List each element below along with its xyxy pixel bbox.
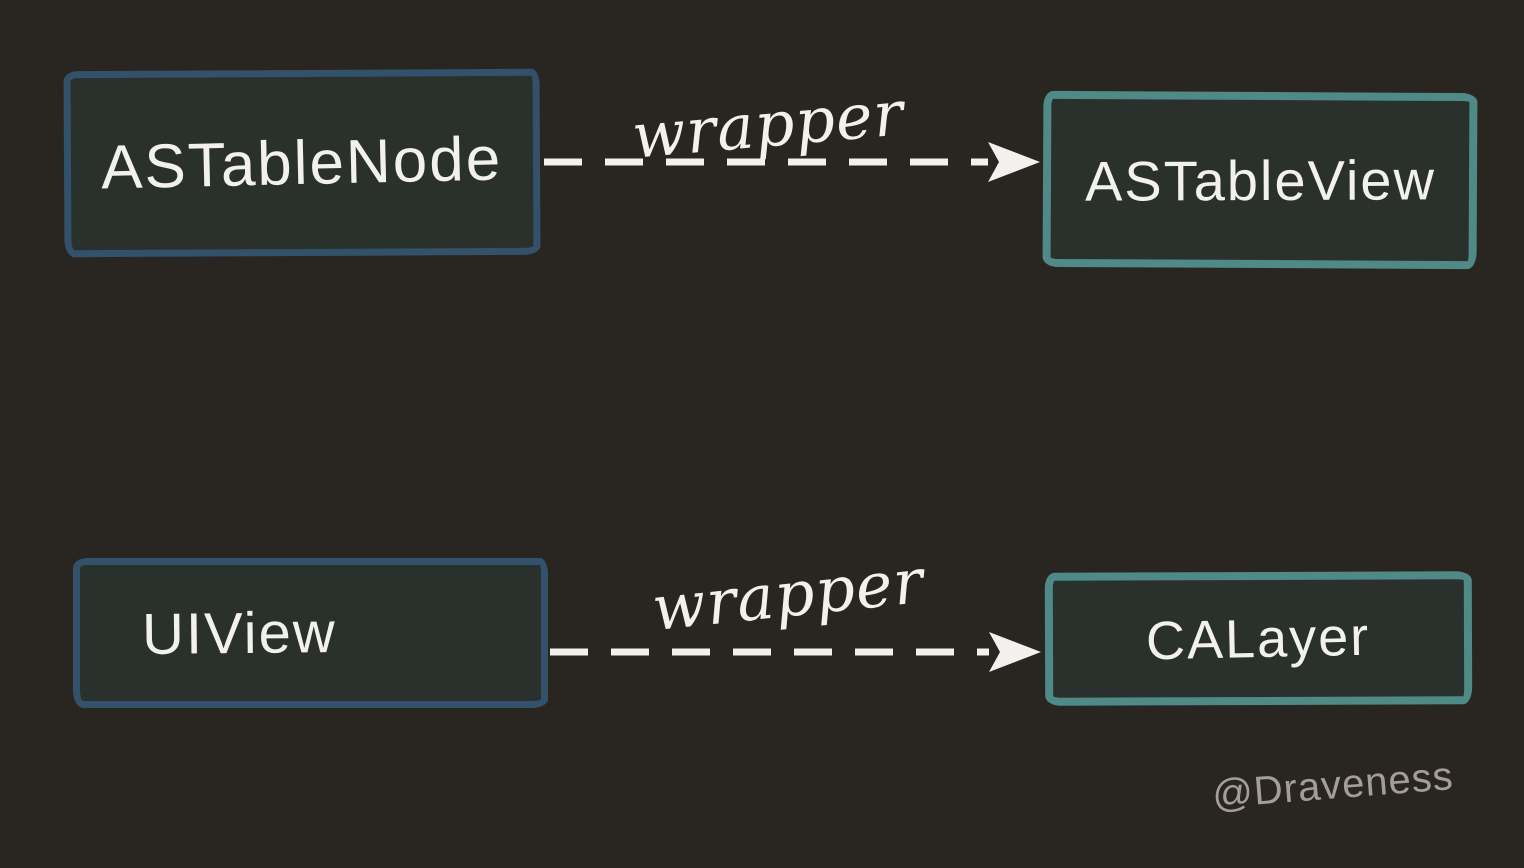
node-uiview-label: UIView bbox=[141, 599, 338, 667]
node-uiview: UIView bbox=[73, 558, 548, 708]
node-calayer: CALayer bbox=[1044, 571, 1473, 706]
author-signature: @Draveness bbox=[1210, 754, 1456, 817]
wrapper-arrow-bottom bbox=[550, 632, 1041, 672]
node-calayer-label: CALayer bbox=[1145, 606, 1372, 671]
node-astablenode-label: ASTableNode bbox=[100, 123, 504, 203]
node-astableview-label: ASTableView bbox=[1084, 147, 1436, 213]
node-astableview: ASTableView bbox=[1042, 90, 1478, 270]
node-astablenode: ASTableNode bbox=[63, 68, 541, 258]
wrapper-arrow-top bbox=[544, 142, 1040, 182]
